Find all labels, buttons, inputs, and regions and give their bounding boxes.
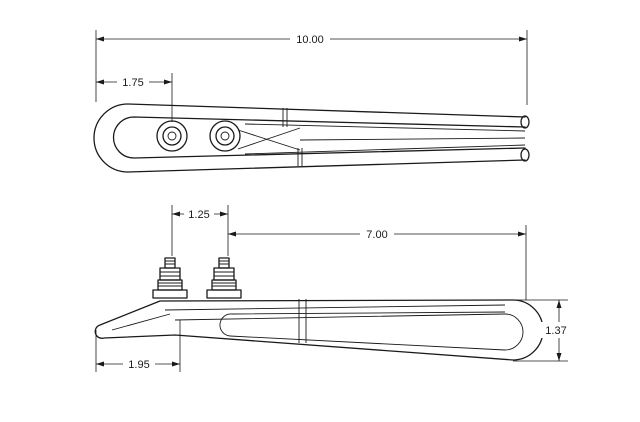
dimension-1-37: 1.37 xyxy=(513,299,572,362)
first-terminal-offset-label: 1.75 xyxy=(122,77,143,89)
top-view-terminal-2 xyxy=(209,120,241,152)
top-view-outer-outline xyxy=(93,103,526,173)
top-view-inner-outline xyxy=(112,116,526,159)
side-view: 1.25 7.00 1.37 xyxy=(94,205,572,372)
overall-length-label: 10.00 xyxy=(296,34,324,46)
dimension-1-75: 1.75 xyxy=(96,73,173,122)
bend-offset-label: 1.95 xyxy=(128,359,149,371)
terminal-spacing-label: 1.25 xyxy=(188,209,209,221)
top-view-terminal-1 xyxy=(156,120,188,152)
terminal-to-end-label: 7.00 xyxy=(366,229,387,241)
dimension-10-00: 10.00 xyxy=(95,30,528,105)
height-label: 1.37 xyxy=(545,325,566,337)
dimension-1-95: 1.95 xyxy=(95,320,181,372)
dimension-7-00: 7.00 xyxy=(228,225,527,300)
dimension-1-25: 1.25 xyxy=(171,205,229,256)
side-view-terminal-2 xyxy=(206,257,242,299)
top-view: 10.00 1.75 xyxy=(93,30,530,173)
side-view-outer-profile xyxy=(94,299,544,361)
side-view-terminal-1 xyxy=(152,257,188,299)
